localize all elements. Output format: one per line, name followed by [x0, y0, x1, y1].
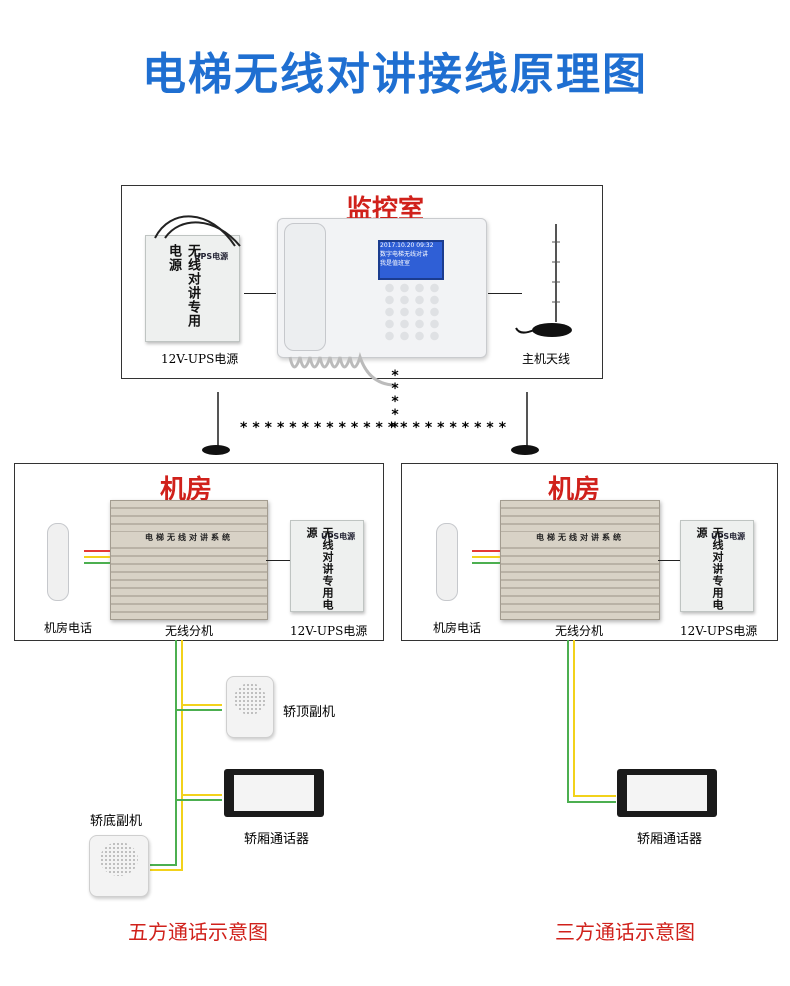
wireless-extension-cabinet: 电梯无线对讲系统 — [500, 500, 660, 620]
car-talker-left — [224, 769, 324, 817]
car-top-label: 轿顶副机 — [283, 705, 336, 720]
page-title: 电梯无线对讲接线原理图 — [142, 49, 648, 100]
ups-vertical-text: 无线对讲专用电源 — [305, 527, 334, 611]
car-bottom-label: 轿底副机 — [90, 814, 143, 829]
car-top-speaker — [226, 676, 274, 738]
speaker-grille — [100, 842, 138, 876]
machine-room-phone — [436, 523, 458, 601]
antenna-icon — [202, 392, 230, 455]
ups-power-box: UPS电源 无线对讲专用电源 — [290, 520, 364, 612]
car-talker-right — [617, 769, 717, 817]
wireless-extension-label: 无线分机 — [555, 624, 604, 638]
link-line — [488, 293, 522, 294]
power-cord-icon — [154, 215, 241, 247]
link-line — [658, 560, 680, 561]
ups-brand: UPS电源 — [194, 252, 229, 261]
wireless-extension-label: 无线分机 — [165, 624, 214, 638]
ups-vertical-text: 无线对讲专用电源 — [695, 527, 724, 611]
host-antenna-label: 主机天线 — [522, 352, 571, 366]
screen-line-3: 我是值班室 — [380, 260, 411, 267]
link-line — [266, 560, 290, 561]
machine-ups-label: 12V-UPS电源 — [680, 624, 758, 638]
ups-power-box: UPS电源 无线对讲专用电源 — [680, 520, 754, 612]
ups-brand: UPS电源 — [711, 532, 746, 541]
ups-vertical-text: 无线对讲专用电源 — [166, 244, 200, 328]
coil-cord-icon — [288, 352, 395, 387]
screen-line-2: 数字电梯无线对讲 — [380, 251, 429, 258]
phone-wires-left — [84, 550, 110, 564]
trunk-wires-right — [567, 640, 616, 803]
trunk-wires-left — [150, 640, 222, 871]
link-line — [244, 293, 276, 294]
host-handset — [284, 223, 326, 351]
caption-three-way: 三方通话示意图 — [555, 920, 695, 944]
machine-room-phone-label: 机房电话 — [44, 621, 93, 635]
cabinet-text: 电梯无线对讲系统 — [501, 532, 659, 543]
wireless-link-vertical: ***** — [391, 368, 399, 436]
cabinet-text: 电梯无线对讲系统 — [111, 532, 267, 543]
caption-five-way: 五方通话示意图 — [128, 920, 268, 944]
machine-ups-label: 12V-UPS电源 — [290, 624, 368, 638]
speaker-grille — [234, 683, 266, 715]
wireless-extension-cabinet: 电梯无线对讲系统 — [110, 500, 268, 620]
phone-wires-right — [472, 550, 500, 564]
antenna-icon — [511, 392, 539, 455]
host-screen: 2017.10.20 09:32 数字电梯无线对讲 我是值班室 — [378, 240, 444, 280]
antenna-icon — [515, 224, 572, 337]
ups-power-box: UPS电源 无线对讲专用电源 — [145, 235, 240, 342]
screen-line-1: 2017.10.20 09:32 — [380, 242, 434, 249]
wireless-link: ********************** — [240, 420, 512, 436]
monitor-ups-label: 12V-UPS电源 — [161, 352, 239, 366]
car-talker-label-right: 轿厢通话器 — [637, 832, 703, 847]
host-keypad — [382, 282, 442, 342]
machine-room-phone — [47, 523, 69, 601]
car-bottom-speaker — [89, 835, 149, 897]
talker-face — [234, 775, 314, 811]
machine-room-phone-label: 机房电话 — [433, 621, 482, 635]
car-talker-label-left: 轿厢通话器 — [244, 832, 310, 847]
host-intercom: 2017.10.20 09:32 数字电梯无线对讲 我是值班室 — [277, 218, 487, 358]
ups-brand: UPS电源 — [321, 532, 356, 541]
talker-face — [627, 775, 707, 811]
